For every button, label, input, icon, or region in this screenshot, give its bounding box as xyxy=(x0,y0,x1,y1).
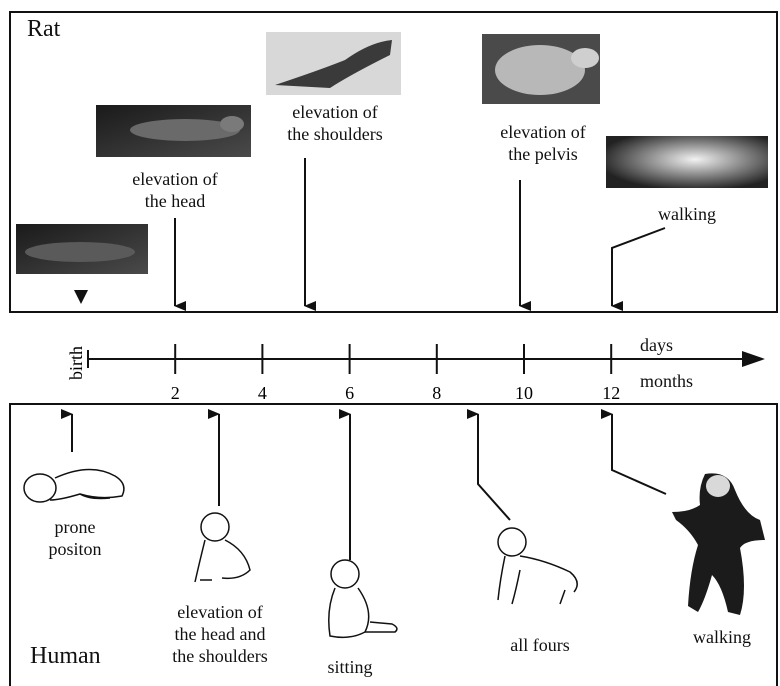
timeline-unit-days: days xyxy=(640,335,673,355)
human-label-sitting: sitting xyxy=(327,657,373,677)
timeline-tick-label-4: 4 xyxy=(258,383,267,403)
timeline-origin-label: birth xyxy=(66,346,86,380)
rat-photo-birth xyxy=(16,224,148,274)
rat-photo-head xyxy=(96,105,251,157)
timeline-tick-label-2: 2 xyxy=(171,383,180,403)
human-panel-title: Human xyxy=(30,643,101,669)
human-label-head-shoulders: elevation of the head and the shoulders xyxy=(172,602,268,666)
rat-label-pelvis: elevation of the pelvis xyxy=(500,122,586,164)
human-label-prone: prone positon xyxy=(48,517,102,559)
baby-all-fours-drawing xyxy=(497,527,578,605)
baby-walking-photo xyxy=(672,473,765,615)
rat-label-head: elevation of the head xyxy=(132,169,218,211)
rat-photo-walking xyxy=(606,136,768,188)
human-label-walking: walking xyxy=(693,627,751,647)
human-arrow-all-fours xyxy=(467,409,511,521)
timeline-tick-label-8: 8 xyxy=(432,383,441,403)
rat-label-shoulders: elevation of the shoulders xyxy=(287,102,383,144)
rat-marker-birth xyxy=(74,290,88,304)
baby-sitting-drawing xyxy=(328,559,398,639)
human-label-all-fours: all fours xyxy=(510,635,570,655)
human-arrow-walking xyxy=(601,409,667,495)
timeline-ticks: 2 4 6 8 10 12 xyxy=(171,344,620,403)
timeline-tick-label-6: 6 xyxy=(345,383,354,403)
baby-head-shoulders-drawing xyxy=(194,512,251,583)
timeline-unit-months: months xyxy=(640,371,694,391)
timeline-arrowhead xyxy=(742,351,765,367)
rat-panel-frame xyxy=(9,11,778,313)
timeline-tick-label-12: 12 xyxy=(602,383,620,403)
rat-photo-pelvis xyxy=(482,34,600,104)
timeline-tick-label-10: 10 xyxy=(515,383,533,403)
rat-panel-title: Rat xyxy=(27,16,61,42)
rat-photo-shoulders xyxy=(266,32,401,95)
rat-label-walking: walking xyxy=(658,204,716,224)
human-panel-frame xyxy=(9,403,778,686)
baby-prone-drawing xyxy=(23,468,125,503)
rat-arrow-walking xyxy=(611,227,666,311)
